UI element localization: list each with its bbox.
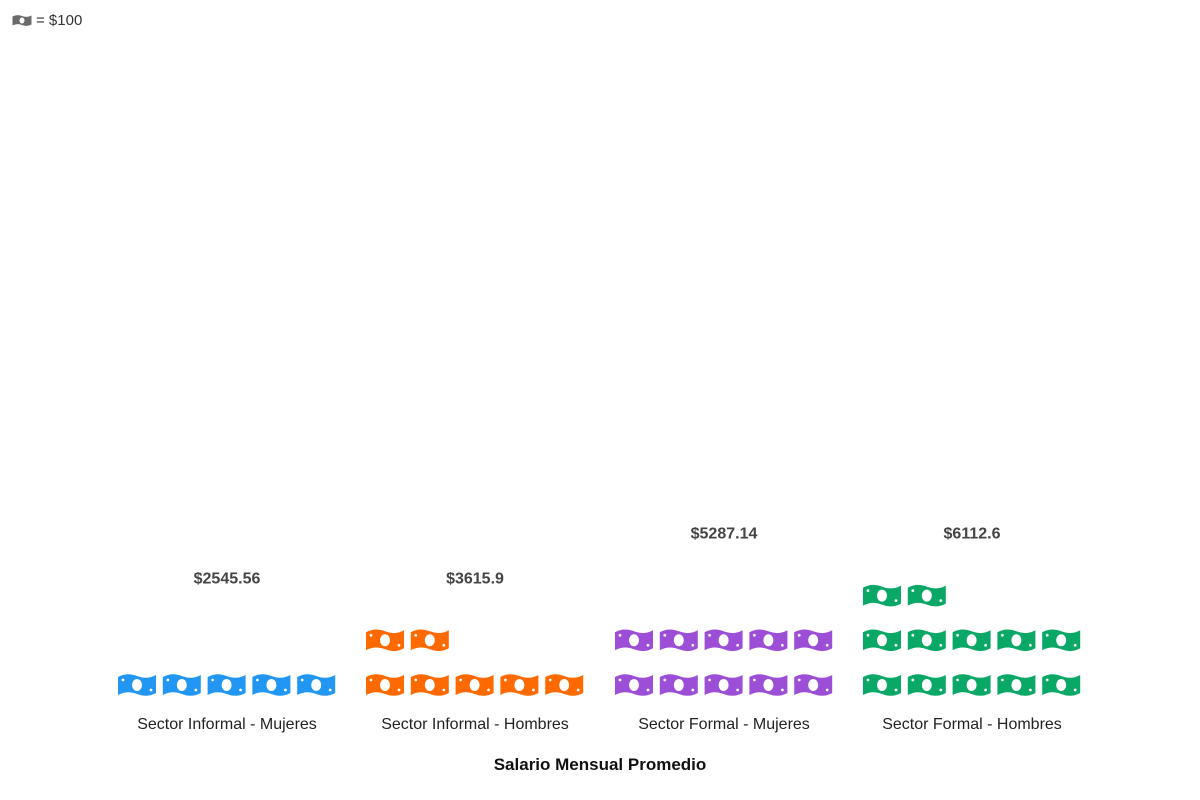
- icon-mark: [410, 629, 449, 652]
- icon-mark: [749, 629, 788, 652]
- icon-mark: [863, 674, 901, 696]
- icon-mark: [863, 584, 901, 607]
- icon-mark-partial: [118, 650, 156, 652]
- icon-mark: [1042, 629, 1081, 652]
- icon-mark: [907, 629, 946, 652]
- category-label: Sector Formal - Hombres: [882, 716, 1062, 733]
- icon-mark: [1042, 674, 1081, 696]
- category-label: Sector Informal - Hombres: [381, 716, 569, 733]
- icon-mark: [704, 674, 743, 696]
- icon-mark: [162, 674, 201, 696]
- value-label: $2545.56: [194, 570, 261, 587]
- legend-text: = $100: [36, 12, 83, 29]
- icon-mark: [297, 674, 336, 696]
- icon-mark: [659, 629, 698, 652]
- icon-mark-partial: [455, 647, 494, 652]
- icon-mark: [366, 629, 404, 652]
- icon-mark: [207, 674, 246, 696]
- icon-mark: [794, 674, 833, 696]
- icon-mark: [997, 674, 1036, 696]
- icon-mark: [749, 674, 788, 696]
- category-label: Sector Informal - Mujeres: [137, 716, 317, 733]
- icon-mark: [794, 629, 833, 652]
- x-axis-title: Salario Mensual Promedio: [494, 755, 707, 774]
- icon-mark: [455, 674, 494, 696]
- money-icon: [12, 15, 32, 26]
- icon-mark-partial: [952, 602, 991, 607]
- icon-mark: [952, 629, 991, 652]
- icon-mark-partial: [615, 593, 653, 607]
- icon-mark: [659, 674, 698, 696]
- value-label: $5287.14: [691, 526, 758, 543]
- icon-mark: [997, 629, 1036, 652]
- icon-mark: [410, 674, 449, 696]
- value-label: $6112.6: [944, 526, 1001, 543]
- icon-mark: [615, 674, 653, 696]
- legend: = $100: [12, 12, 82, 29]
- icon-mark: [252, 674, 291, 696]
- icon-mark: [615, 629, 653, 652]
- icon-mark: [907, 674, 946, 696]
- icon-mark: [952, 674, 991, 696]
- icon-mark: [118, 674, 156, 696]
- category-label: Sector Formal - Mujeres: [638, 716, 810, 733]
- icon-mark: [704, 629, 743, 652]
- icon-mark: [907, 584, 946, 607]
- value-label: $3615.9: [446, 570, 504, 587]
- icon-mark: [863, 629, 901, 652]
- icon-mark: [500, 674, 539, 696]
- icon-mark: [545, 674, 584, 696]
- icon-mark: [366, 674, 404, 696]
